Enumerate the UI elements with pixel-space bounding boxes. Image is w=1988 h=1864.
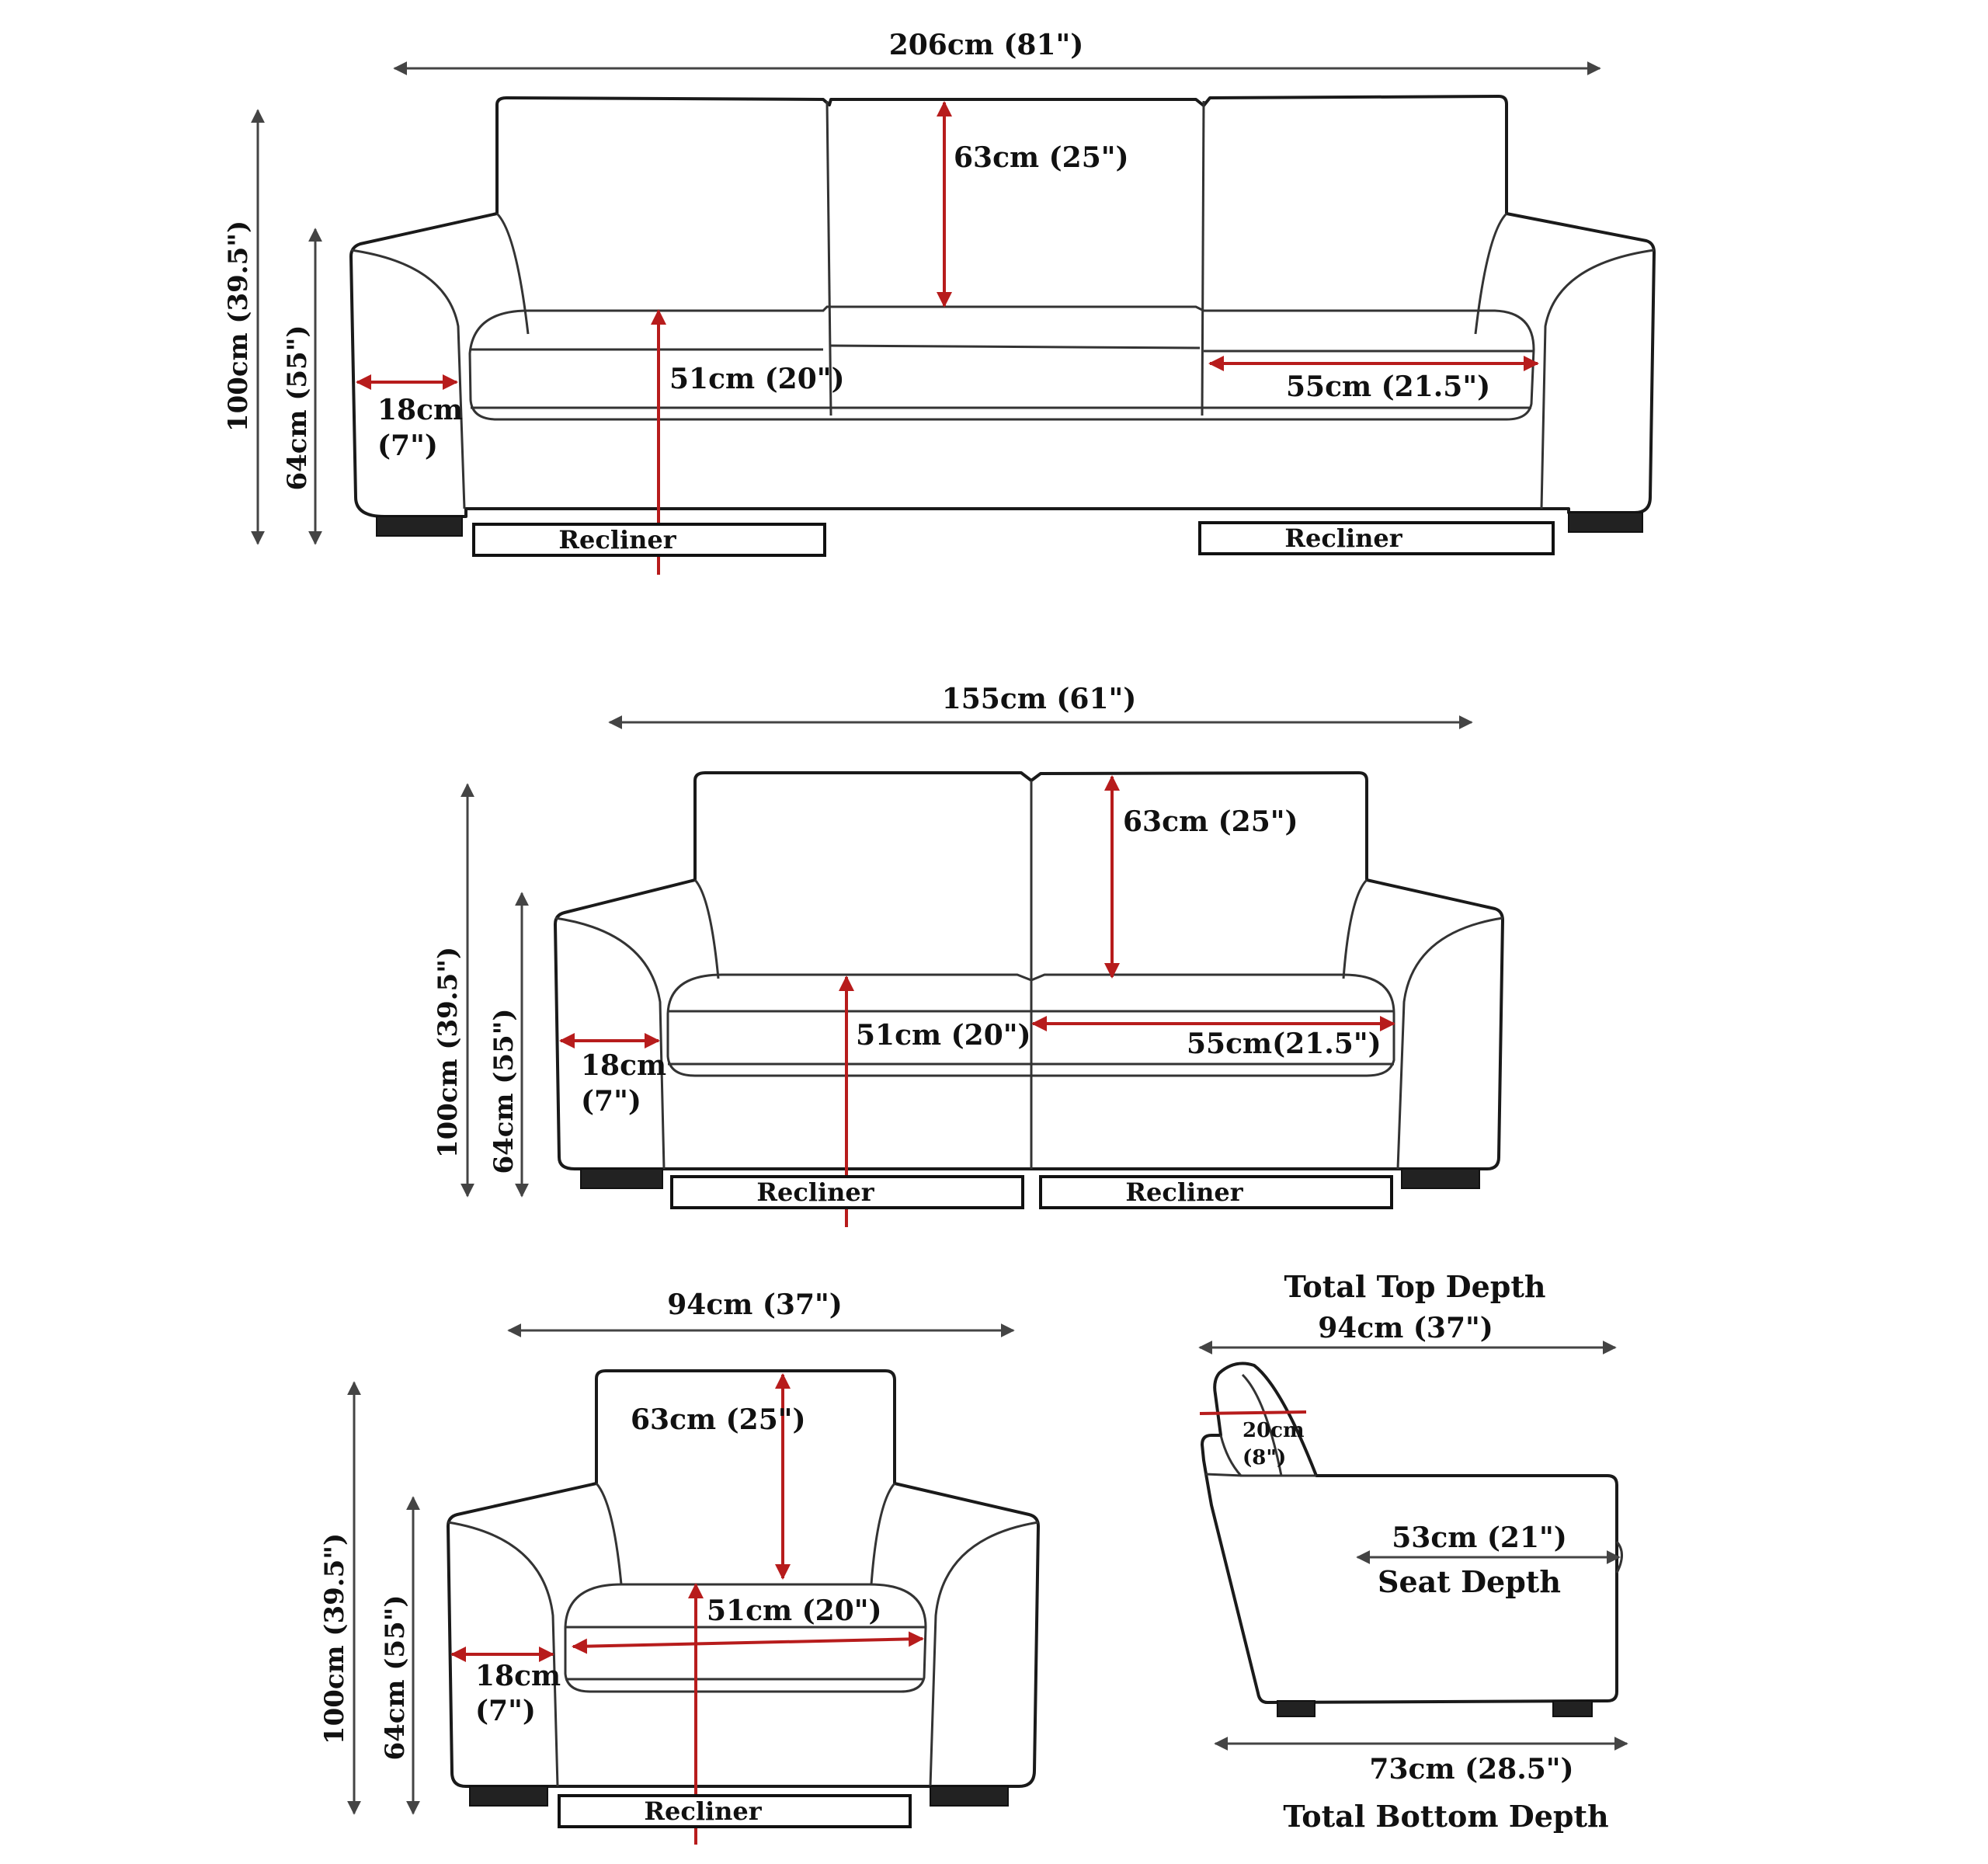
three-seater-back-height-label: 63cm (25") xyxy=(954,141,1129,174)
armchair-width-label: 94cm (37") xyxy=(667,1288,843,1321)
three-seater: 206cm (81") 100cm (39.5") 64cm (55") 63c… xyxy=(223,29,1656,575)
two-seater-width-label: 155cm (61") xyxy=(942,683,1137,715)
armchair-arm-width-label-2: (7") xyxy=(475,1695,536,1727)
armchair-total-height-label: 100cm (39.5") xyxy=(319,1533,350,1744)
top-depth-title: Total Top Depth xyxy=(1284,1269,1545,1304)
armchair-arm-width-label-1: 18cm xyxy=(475,1660,561,1692)
armchair-seat-height-label: 51cm (20") xyxy=(707,1594,882,1627)
two-seater-recliner-left-box xyxy=(670,1175,1024,1209)
three-seater-arm-height-label: 64cm (55") xyxy=(282,325,313,490)
two-seater-outline xyxy=(554,771,1504,1170)
cushion-label-2: (8") xyxy=(1242,1446,1286,1469)
armchair: 94cm (37") 100cm (39.5") 64cm (55") 63cm… xyxy=(319,1288,1040,1845)
armchair-recliner-label: Recliner xyxy=(644,1796,762,1826)
seat-depth-title: Seat Depth xyxy=(1378,1564,1561,1599)
two-seater-recliner-right-box xyxy=(1039,1175,1393,1209)
three-seater-seat-height-label: 51cm (20") xyxy=(669,363,845,395)
side-view-outline xyxy=(1201,1361,1618,1704)
two-seater: 155cm (61") 100cm (39.5") 64cm (55") 63c… xyxy=(433,683,1504,1227)
three-seater-arm-width-label-1: 18cm xyxy=(377,394,463,426)
bottom-depth-label: 73cm (28.5") xyxy=(1369,1753,1573,1786)
cushion-label-1: 20cm xyxy=(1242,1419,1305,1442)
armchair-recliner-box xyxy=(558,1794,912,1828)
three-seater-recliner-right-box xyxy=(1198,521,1555,555)
two-seater-seat-width-label: 55cm(21.5") xyxy=(1187,1028,1382,1060)
three-seater-recliner-left-box xyxy=(472,523,826,557)
three-seater-seat-width-label: 55cm (21.5") xyxy=(1286,370,1490,403)
armchair-outline xyxy=(447,1369,1040,1788)
cushion-height-marker xyxy=(1199,1410,1307,1415)
armchair-back-height-label: 63cm (25") xyxy=(631,1403,806,1436)
two-seater-arm-width-label-1: 18cm xyxy=(581,1049,666,1082)
three-seater-recliner-left-label: Recliner xyxy=(558,525,676,555)
three-seater-width-label: 206cm (81") xyxy=(889,29,1084,61)
armchair-seat-width-arrow xyxy=(572,1631,924,1654)
two-seater-back-height-label: 63cm (25") xyxy=(1123,805,1298,838)
top-depth-label: 94cm (37") xyxy=(1318,1312,1493,1344)
three-seater-recliner-right-label: Recliner xyxy=(1284,523,1402,553)
seat-depth-label: 53cm (21") xyxy=(1392,1521,1567,1554)
two-seater-recliner-right-label: Recliner xyxy=(1125,1177,1243,1207)
three-seater-outline xyxy=(349,95,1656,518)
armchair-arm-height-label: 64cm (55") xyxy=(380,1594,411,1760)
three-seater-arm-width-label-2: (7") xyxy=(377,429,438,462)
three-seater-total-height-label: 100cm (39.5") xyxy=(223,221,254,432)
two-seater-arm-width-label-2: (7") xyxy=(581,1085,641,1118)
two-seater-seat-height-label: 51cm (20") xyxy=(856,1019,1031,1052)
two-seater-recliner-left-label: Recliner xyxy=(756,1177,874,1207)
two-seater-arm-height-label: 64cm (55") xyxy=(488,1008,520,1174)
two-seater-total-height-label: 100cm (39.5") xyxy=(433,947,464,1158)
side-view: Total Top Depth 94cm (37") 20cm (8") 53c… xyxy=(1198,1269,1628,1834)
bottom-depth-title: Total Bottom Depth xyxy=(1283,1799,1608,1834)
